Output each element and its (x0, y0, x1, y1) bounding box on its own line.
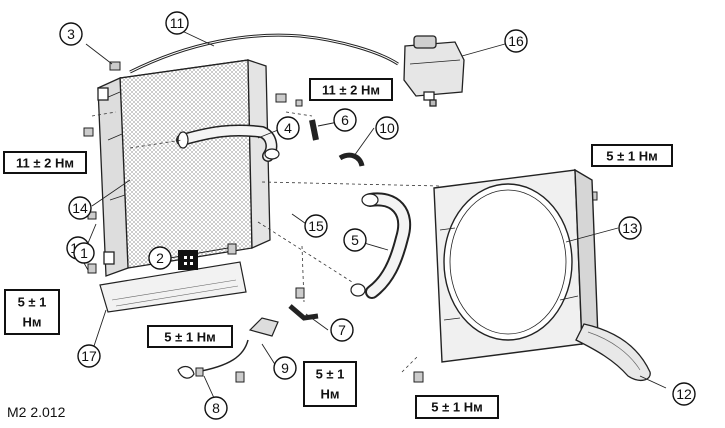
callout-14: 14 (68, 196, 92, 220)
bolt (195, 367, 204, 377)
svg-text:3: 3 (67, 26, 75, 42)
torque-label-bottom-right: 5 ± 1 Нм (415, 395, 499, 419)
svg-text:1: 1 (80, 245, 88, 261)
svg-text:4: 4 (284, 120, 292, 136)
figure-reference: M2 2.012 (7, 404, 66, 420)
callout-group: 3 11 16 4 6 10 14 15 2 15 5 13 17 7 9 8 … (59, 11, 696, 420)
callout-2: 2 (148, 246, 172, 270)
svg-text:12: 12 (676, 386, 692, 402)
callout-6: 6 (333, 108, 357, 132)
svg-text:6: 6 (341, 112, 349, 128)
callout-9: 9 (273, 356, 297, 380)
hose-clamp (350, 283, 366, 297)
svg-text:5 ± 1 Нм: 5 ± 1 Нм (606, 149, 657, 164)
pipe-7 (288, 304, 319, 321)
radiator-core (119, 59, 253, 269)
svg-text:5 ± 1 Нм: 5 ± 1 Нм (164, 330, 215, 345)
callout-16: 16 (504, 29, 528, 53)
bolt (235, 371, 245, 383)
torque-label-bottom-stacked: 5 ± 1 Нм (303, 361, 357, 407)
fan-shroud-segment (575, 323, 651, 382)
torque-label-top-right: 5 ± 1 Нм (591, 144, 673, 167)
svg-text:11 ± 2 Нм: 11 ± 2 Нм (322, 83, 380, 98)
assembly-guide-lines (91, 111, 441, 373)
bracket-9 (248, 317, 279, 337)
callout-10: 10 (375, 116, 399, 140)
callout-4: 4 (276, 116, 300, 140)
callout-11: 11 (165, 11, 189, 35)
callout-8: 8 (204, 396, 228, 420)
hose-clamp (361, 193, 379, 207)
svg-text:11 ± 2 Нм: 11 ± 2 Нм (16, 156, 74, 171)
callout-7: 7 (330, 318, 354, 342)
fan-cowl (433, 168, 599, 363)
callout-17: 17 (77, 344, 101, 368)
small-hose-6 (309, 119, 319, 141)
baffle-ribs (111, 279, 239, 307)
svg-text:Нм: Нм (22, 315, 41, 330)
svg-text:16: 16 (508, 33, 524, 49)
svg-text:2: 2 (156, 250, 164, 266)
radiator-assembly (97, 59, 271, 277)
svg-text:15: 15 (308, 218, 324, 234)
svg-text:11: 11 (170, 15, 185, 31)
svg-text:5 ± 1 Нм: 5 ± 1 Нм (431, 400, 482, 415)
svg-text:7: 7 (338, 322, 346, 338)
svg-text:17: 17 (81, 348, 97, 364)
svg-text:5 ± 1: 5 ± 1 (316, 367, 345, 382)
torque-label-top-center: 11 ± 2 Нм (309, 78, 393, 101)
svg-text:5: 5 (351, 232, 359, 248)
callout-5: 5 (343, 228, 367, 252)
callout-15-right: 15 (304, 214, 328, 238)
sensor-8 (177, 365, 195, 379)
callout-12: 12 (672, 382, 696, 406)
black-marker-square (178, 250, 198, 270)
hose-clamp (264, 148, 280, 160)
svg-text:14: 14 (72, 200, 88, 216)
expansion-tank (403, 35, 465, 107)
radiator-left-tank (97, 77, 129, 277)
callout-1-marker: 1 (73, 242, 95, 264)
callout-3: 3 (59, 22, 83, 46)
small-hose-10 (338, 152, 365, 167)
callout-13: 13 (618, 216, 642, 240)
svg-text:13: 13 (622, 220, 638, 236)
torque-label-left-stacked: 5 ± 1 Нм (4, 289, 60, 335)
sensor-wire-8 (195, 339, 249, 373)
torque-label-left: 11 ± 2 Нм (3, 151, 87, 174)
torque-label-bottom-center: 5 ± 1 Нм (147, 325, 233, 348)
hose-clamp (177, 131, 189, 149)
svg-text:9: 9 (281, 360, 289, 376)
radiator-right-tank (247, 59, 271, 249)
svg-text:10: 10 (379, 120, 395, 136)
svg-text:8: 8 (212, 400, 220, 416)
svg-text:5 ± 1: 5 ± 1 (18, 295, 47, 310)
svg-text:Нм: Нм (320, 387, 339, 402)
